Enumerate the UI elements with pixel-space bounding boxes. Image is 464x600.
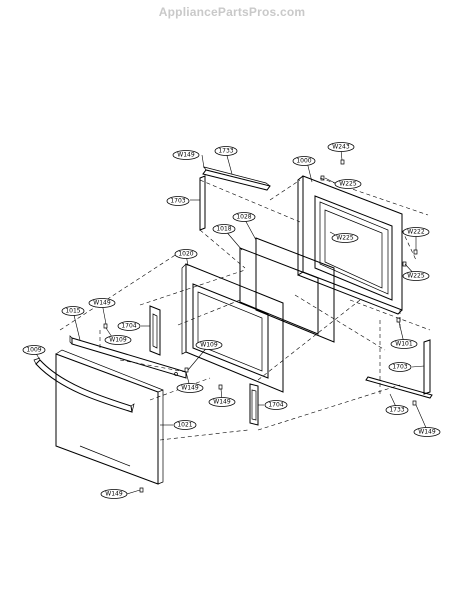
callout-w101: W101 — [390, 339, 418, 349]
bottom-trim-1733 — [365, 376, 433, 399]
callout-w243: W243 — [327, 142, 355, 152]
door-handle-1009 — [33, 357, 135, 413]
side-trim-1703-left — [199, 175, 206, 231]
screws — [103, 159, 418, 493]
callout-1703-left: 1703 — [166, 196, 190, 206]
callout-1009: 1009 — [22, 345, 46, 355]
callout-w225-right: W225 — [402, 271, 430, 281]
svg-text:W149: W149 — [93, 300, 111, 307]
callout-w109-mid: W109 — [195, 340, 223, 350]
callout-1000: 1000 — [292, 156, 316, 166]
callout-w225-top: W225 — [334, 179, 362, 189]
svg-text:1009: 1009 — [26, 347, 41, 354]
svg-text:1028: 1028 — [236, 214, 251, 221]
hinge-1704-right — [249, 383, 259, 426]
svg-text:1703: 1703 — [392, 364, 407, 371]
trim-1015 — [69, 335, 187, 379]
svg-text:1000: 1000 — [296, 158, 311, 165]
svg-text:W225: W225 — [407, 273, 425, 280]
svg-text:W225: W225 — [336, 235, 354, 242]
callout-1028: 1028 — [232, 212, 256, 222]
hinge-1704-left — [149, 305, 161, 356]
callout-w225-mid: W225 — [331, 233, 359, 243]
svg-text:W109: W109 — [200, 342, 218, 349]
svg-text:W149: W149 — [213, 399, 231, 406]
outer-door-1021 — [55, 349, 164, 485]
callout-1018: 1018 — [212, 224, 236, 234]
callout-w149-right: W149 — [413, 427, 441, 437]
svg-text:W149: W149 — [418, 429, 436, 436]
glass-panel-1018 — [239, 247, 319, 335]
svg-text:W149: W149 — [177, 152, 195, 159]
callout-w149-mid: W149 — [176, 383, 204, 393]
svg-text:1021: 1021 — [177, 422, 192, 429]
svg-text:1704: 1704 — [121, 323, 136, 330]
callout-w149-bottom: W149 — [100, 489, 128, 499]
callout-1021: 1021 — [173, 420, 197, 430]
side-trim-1703-right — [423, 339, 431, 395]
svg-text:1018: 1018 — [216, 226, 231, 233]
callout-1703-right: 1703 — [388, 362, 412, 372]
svg-text:1733: 1733 — [389, 407, 404, 414]
svg-text:1703: 1703 — [170, 198, 185, 205]
svg-text:1704: 1704 — [268, 402, 283, 409]
top-trim-1733 — [202, 166, 271, 191]
callout-w149-center: W149 — [208, 397, 236, 407]
door-liner-1020 — [181, 263, 284, 393]
svg-text:W149: W149 — [105, 491, 123, 498]
callout-1733-top: 1733 — [214, 146, 238, 156]
glass-panel-1028 — [255, 237, 335, 343]
svg-text:W225: W225 — [339, 181, 357, 188]
watermark: AppliancePartsPros.com — [158, 5, 306, 19]
callout-1704-left: 1704 — [117, 321, 141, 331]
svg-text:1020: 1020 — [178, 251, 193, 258]
inner-door-1000 — [297, 175, 403, 315]
leader-lines — [33, 149, 428, 495]
svg-text:W149: W149 — [181, 385, 199, 392]
callout-w149-left: W149 — [88, 298, 116, 308]
svg-text:W222: W222 — [407, 229, 425, 236]
svg-text:1733: 1733 — [218, 148, 233, 155]
svg-text:1015: 1015 — [65, 308, 80, 315]
callout-1733-bottom: 1733 — [385, 405, 409, 415]
svg-text:W243: W243 — [332, 144, 350, 151]
svg-text:W109: W109 — [109, 337, 127, 344]
callout-1020: 1020 — [174, 249, 198, 259]
callout-w149-top: W149 — [172, 150, 200, 160]
callout-1015: 1015 — [61, 306, 85, 316]
svg-text:W101: W101 — [395, 341, 413, 348]
callout-w109-left: W109 — [104, 335, 132, 345]
callout-1704-right: 1704 — [264, 400, 288, 410]
callout-w222: W222 — [402, 227, 430, 237]
